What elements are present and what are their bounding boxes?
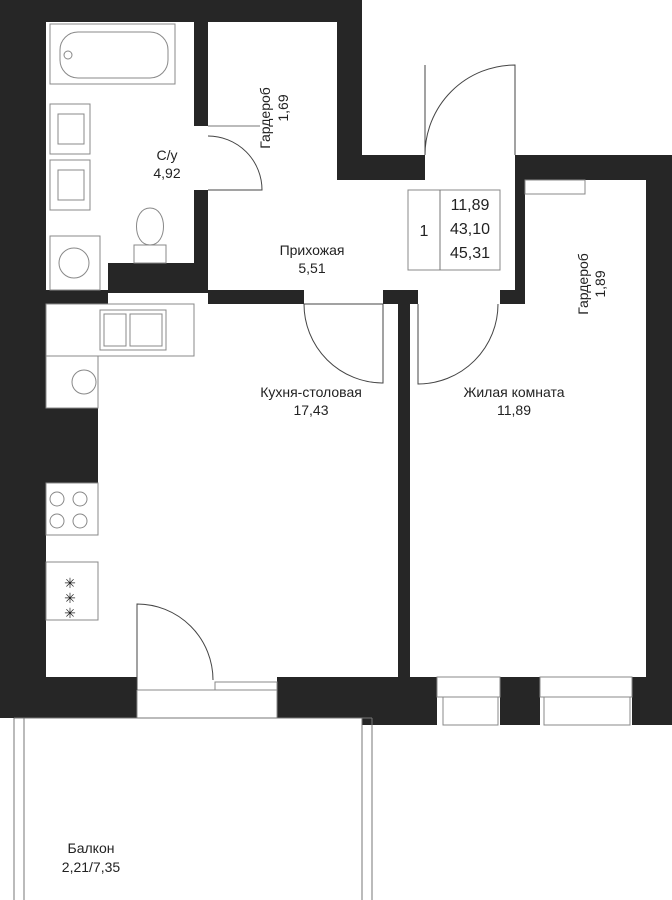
stove-burner-2 [72,491,88,507]
fridge [45,561,99,621]
wall-bottom-left [0,677,137,718]
fridge-icons-2: ✳ [64,575,76,591]
wall-hall-bottom-right [500,290,525,304]
wall-bath-bottom [108,263,208,293]
door-balcony [136,603,214,690]
wall-hall-bottom-left [208,290,304,304]
kitchen-fixtures: ✳ ✳ ✳ [45,303,195,621]
wardrobe-big-fixtures [524,179,586,195]
wall-hall-top [337,155,425,180]
living-name: Жилая комната [463,384,564,400]
kitchen-area: 17,43 [293,402,328,418]
wall-bath-hall-upper [194,22,208,126]
wall-top-left [0,0,362,22]
wall-bottom-between-windows [500,677,540,725]
living-area: 11,89 [497,402,531,418]
balcony-name: Балкон [68,840,115,856]
hob-small-burner [71,369,97,395]
kitchen-name: Кухня-столовая [260,384,362,400]
sink-drainer [103,313,127,347]
sink-bowl [129,313,163,347]
wall-left-outer [0,0,46,718]
door-living [417,303,499,385]
wall-living-topleft [515,155,525,302]
door-kitchen [303,303,384,384]
door-bathroom [207,135,263,191]
window-living-left-sill [442,696,499,726]
wall-top-middle-step [337,0,362,180]
bathtub-inner [59,31,169,79]
room-labels: С/у 4,92 Гардероб 1,69 Прихожая 5,51 Кух… [62,87,608,875]
bathtub-drain [63,50,73,60]
hall-area: 5,51 [298,260,325,276]
summary-total-area: 43,10 [450,221,490,238]
bathroom-area: 4,92 [153,165,180,181]
balcony [13,717,373,900]
wall-kitchen-living [398,290,410,682]
balcony-window [214,681,278,691]
hall-name: Прихожая [280,242,345,258]
wardrobe-small-name: Гардероб [257,87,273,149]
balcony-area: 2,21/7,35 [62,859,121,875]
window-living-right [539,676,633,698]
stove-burner-3 [49,513,65,529]
bathroom-name: С/у [157,147,178,163]
summary-total-with-balcony: 45,31 [450,245,490,262]
wall-kitchen-left-thick [46,408,98,483]
washing-machine-drum [58,247,90,279]
summary-rooms-count: 1 [420,223,429,240]
wall-bottom-right [632,677,672,725]
washbasin-1-bowl [57,113,85,145]
window-living-left [436,676,501,698]
wardrobe-big-shelf [524,179,586,195]
summary-living-area: 11,89 [451,197,490,214]
toilet-bowl [136,207,164,246]
summary-box: 1 11,89 43,10 45,31 [407,189,501,271]
balcony-door-frame [136,689,278,719]
stove-burner-1 [49,491,65,507]
wall-bottom-mid-low [362,677,437,725]
toilet-tank [133,244,167,264]
wardrobe-big-name: Гардероб [575,253,591,315]
wardrobe-small-area: 1,69 [275,94,291,121]
window-living-right-sill [543,696,631,726]
wall-top-right-cap [515,155,672,180]
summary-frame [407,189,501,271]
washbasin-2-bowl [57,169,85,201]
doors [136,64,516,690]
fridge-icons: ✳ [64,590,76,606]
door-entrance [424,64,516,156]
windows [136,676,633,726]
wardrobe-big-area: 1,89 [592,270,608,297]
bathroom-fixtures [49,23,260,291]
wall-right-outer [646,155,672,725]
wall-bath-bottom-left [46,290,108,304]
walls [0,0,672,725]
stove-burner-4 [72,513,88,529]
fridge-icons-3: ✳ [64,605,76,621]
